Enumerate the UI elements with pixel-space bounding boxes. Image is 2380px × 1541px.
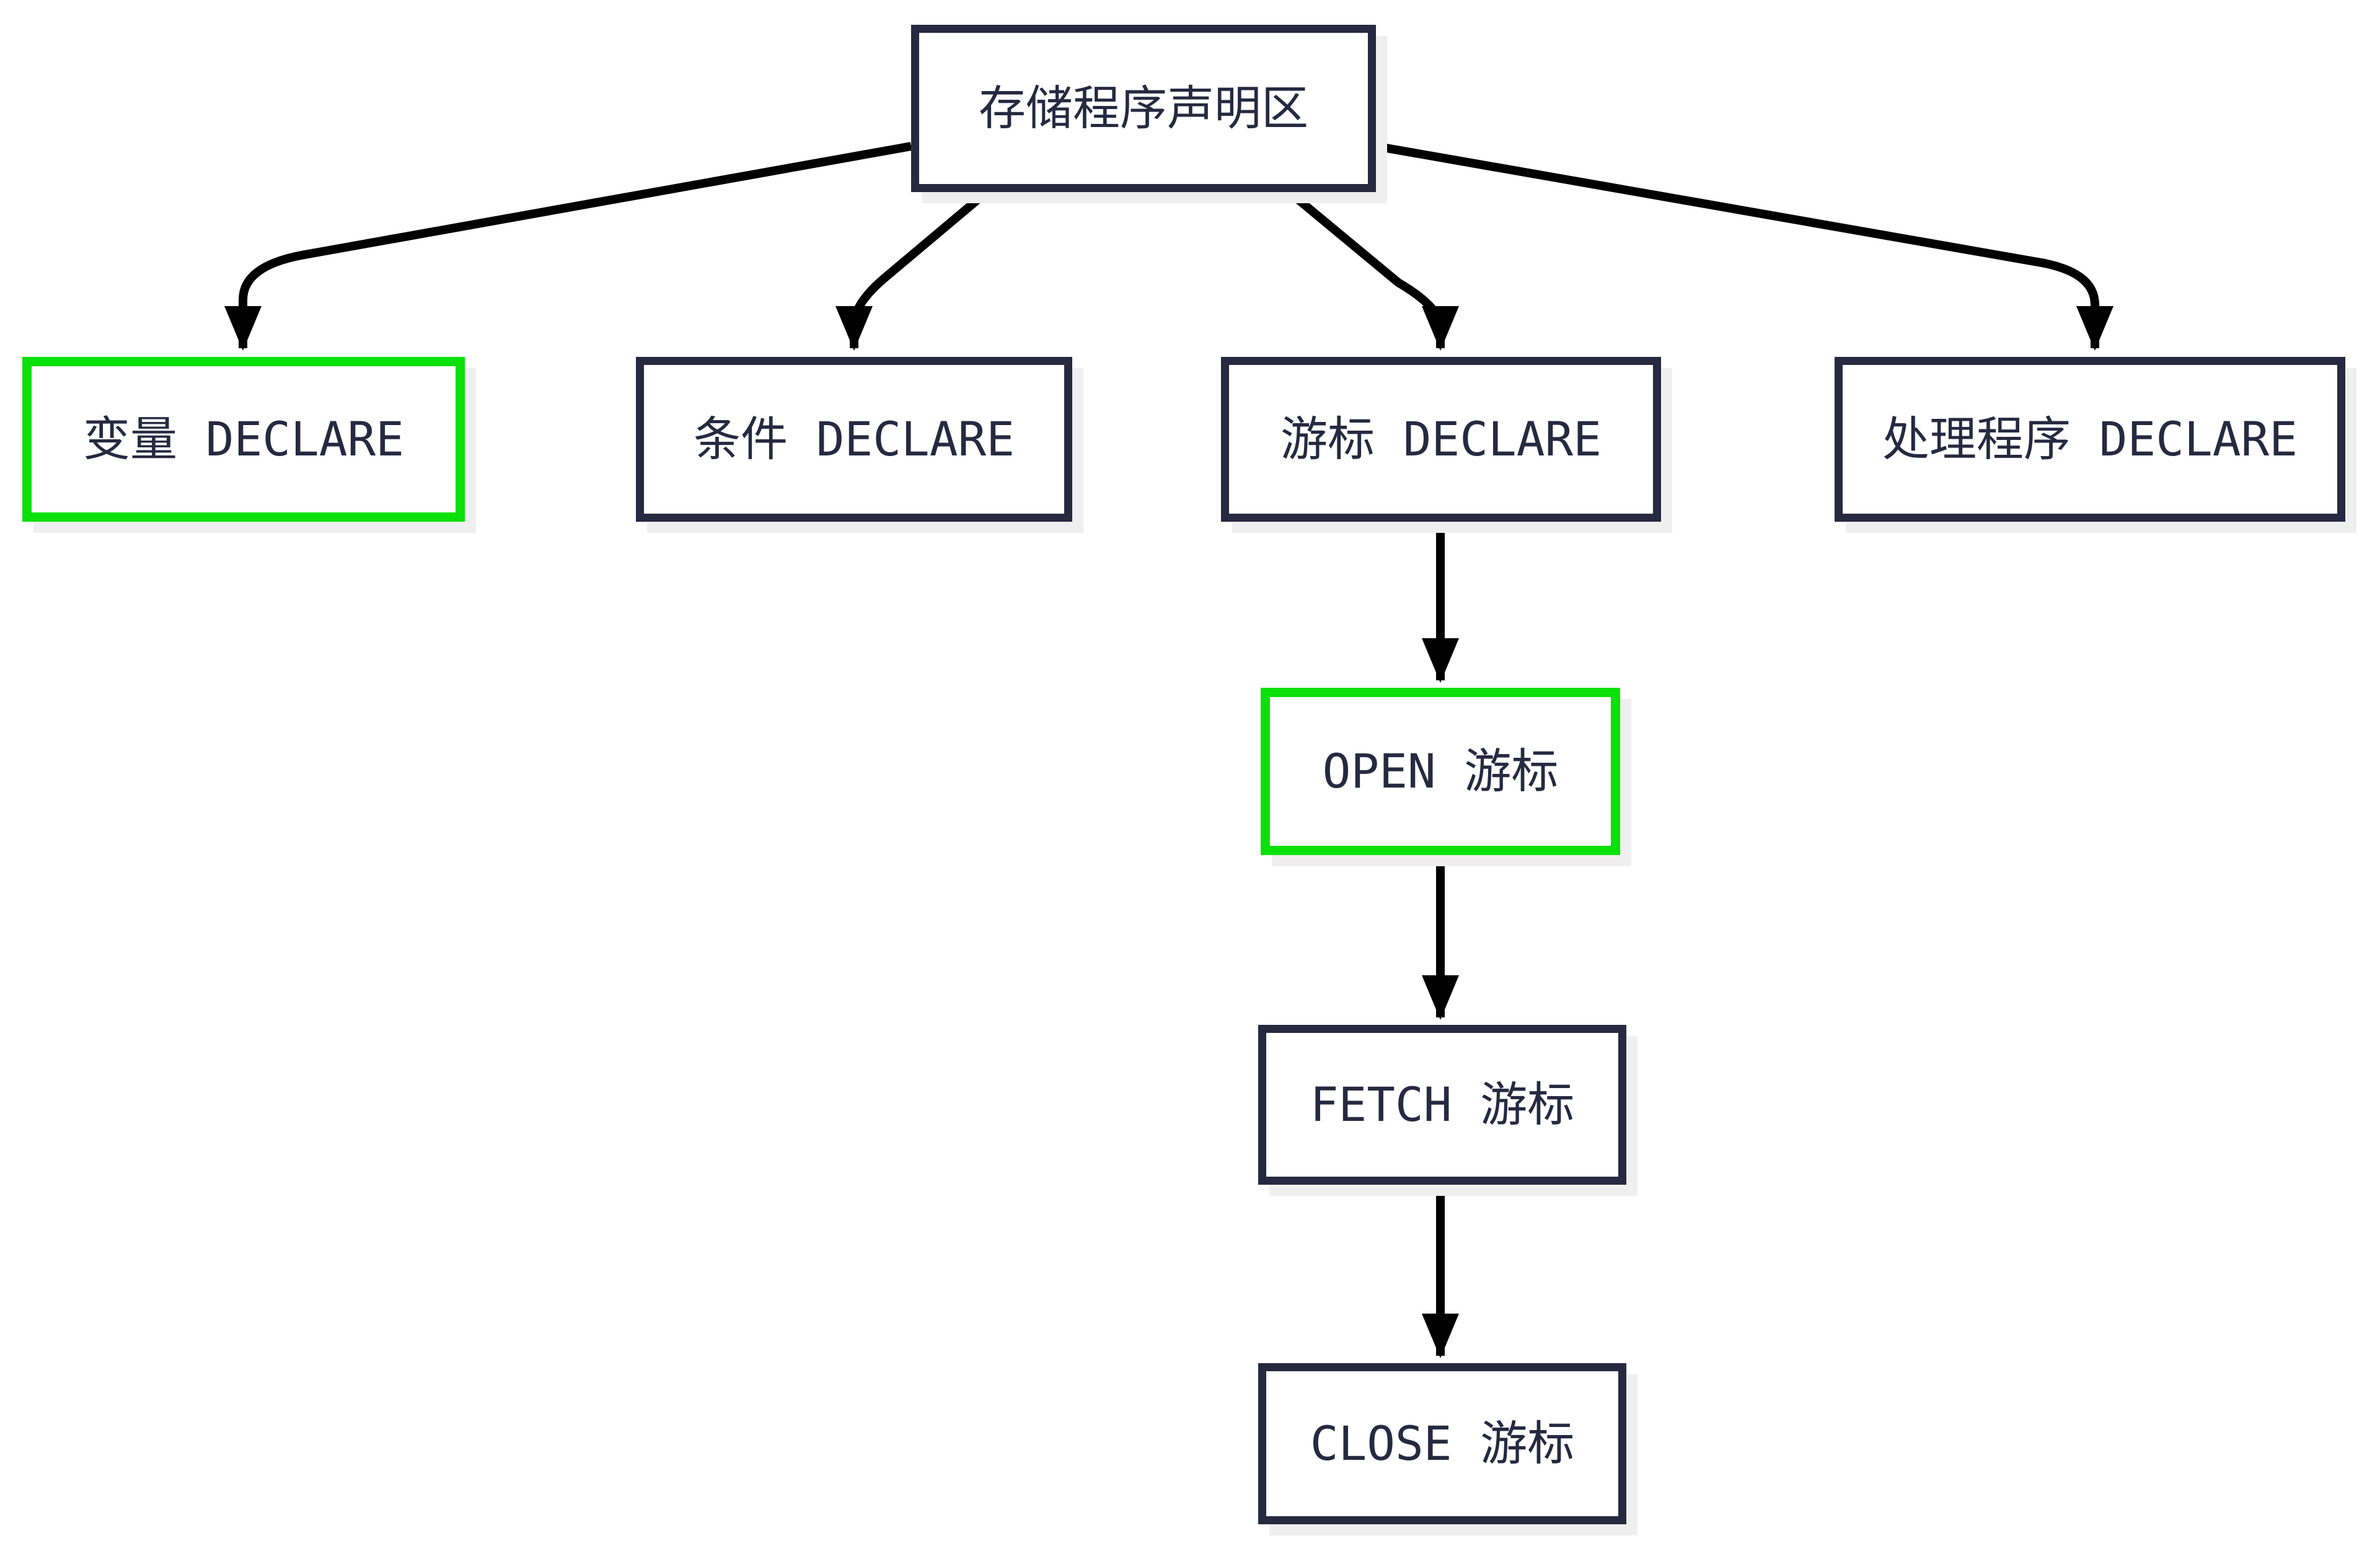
node-fetch-cursor: FETCH 游标 bbox=[1258, 1025, 1626, 1185]
node-handler-declare: 处理程序 DECLARE bbox=[1835, 357, 2345, 522]
edge-root-to-handler bbox=[1375, 142, 2113, 351]
node-variable-declare: 变量 DECLARE bbox=[22, 357, 465, 522]
node-label: 变量 DECLARE bbox=[82, 411, 405, 467]
edge-root-to-cursor bbox=[1286, 188, 1459, 351]
node-label: OPEN 游标 bbox=[1322, 744, 1559, 799]
node-condition-declare: 条件 DECLARE bbox=[636, 357, 1072, 522]
node-label: 处理程序 DECLARE bbox=[1882, 411, 2298, 467]
node-close-cursor: CLOSE 游标 bbox=[1258, 1363, 1626, 1524]
edge-root-to-condition bbox=[835, 188, 990, 351]
node-label: FETCH 游标 bbox=[1310, 1077, 1575, 1132]
node-label: CLOSE 游标 bbox=[1310, 1416, 1575, 1471]
node-stored-procedure-declaration-area: 存储程序声明区 bbox=[911, 25, 1376, 192]
node-cursor-declare: 游标 DECLARE bbox=[1221, 357, 1661, 522]
node-label: 条件 DECLARE bbox=[693, 411, 1015, 467]
edge-root-to-variable bbox=[224, 142, 912, 351]
node-label: 游标 DECLARE bbox=[1280, 411, 1602, 467]
node-label: 存储程序声明区 bbox=[979, 81, 1308, 136]
node-open-cursor: OPEN 游标 bbox=[1261, 688, 1620, 855]
